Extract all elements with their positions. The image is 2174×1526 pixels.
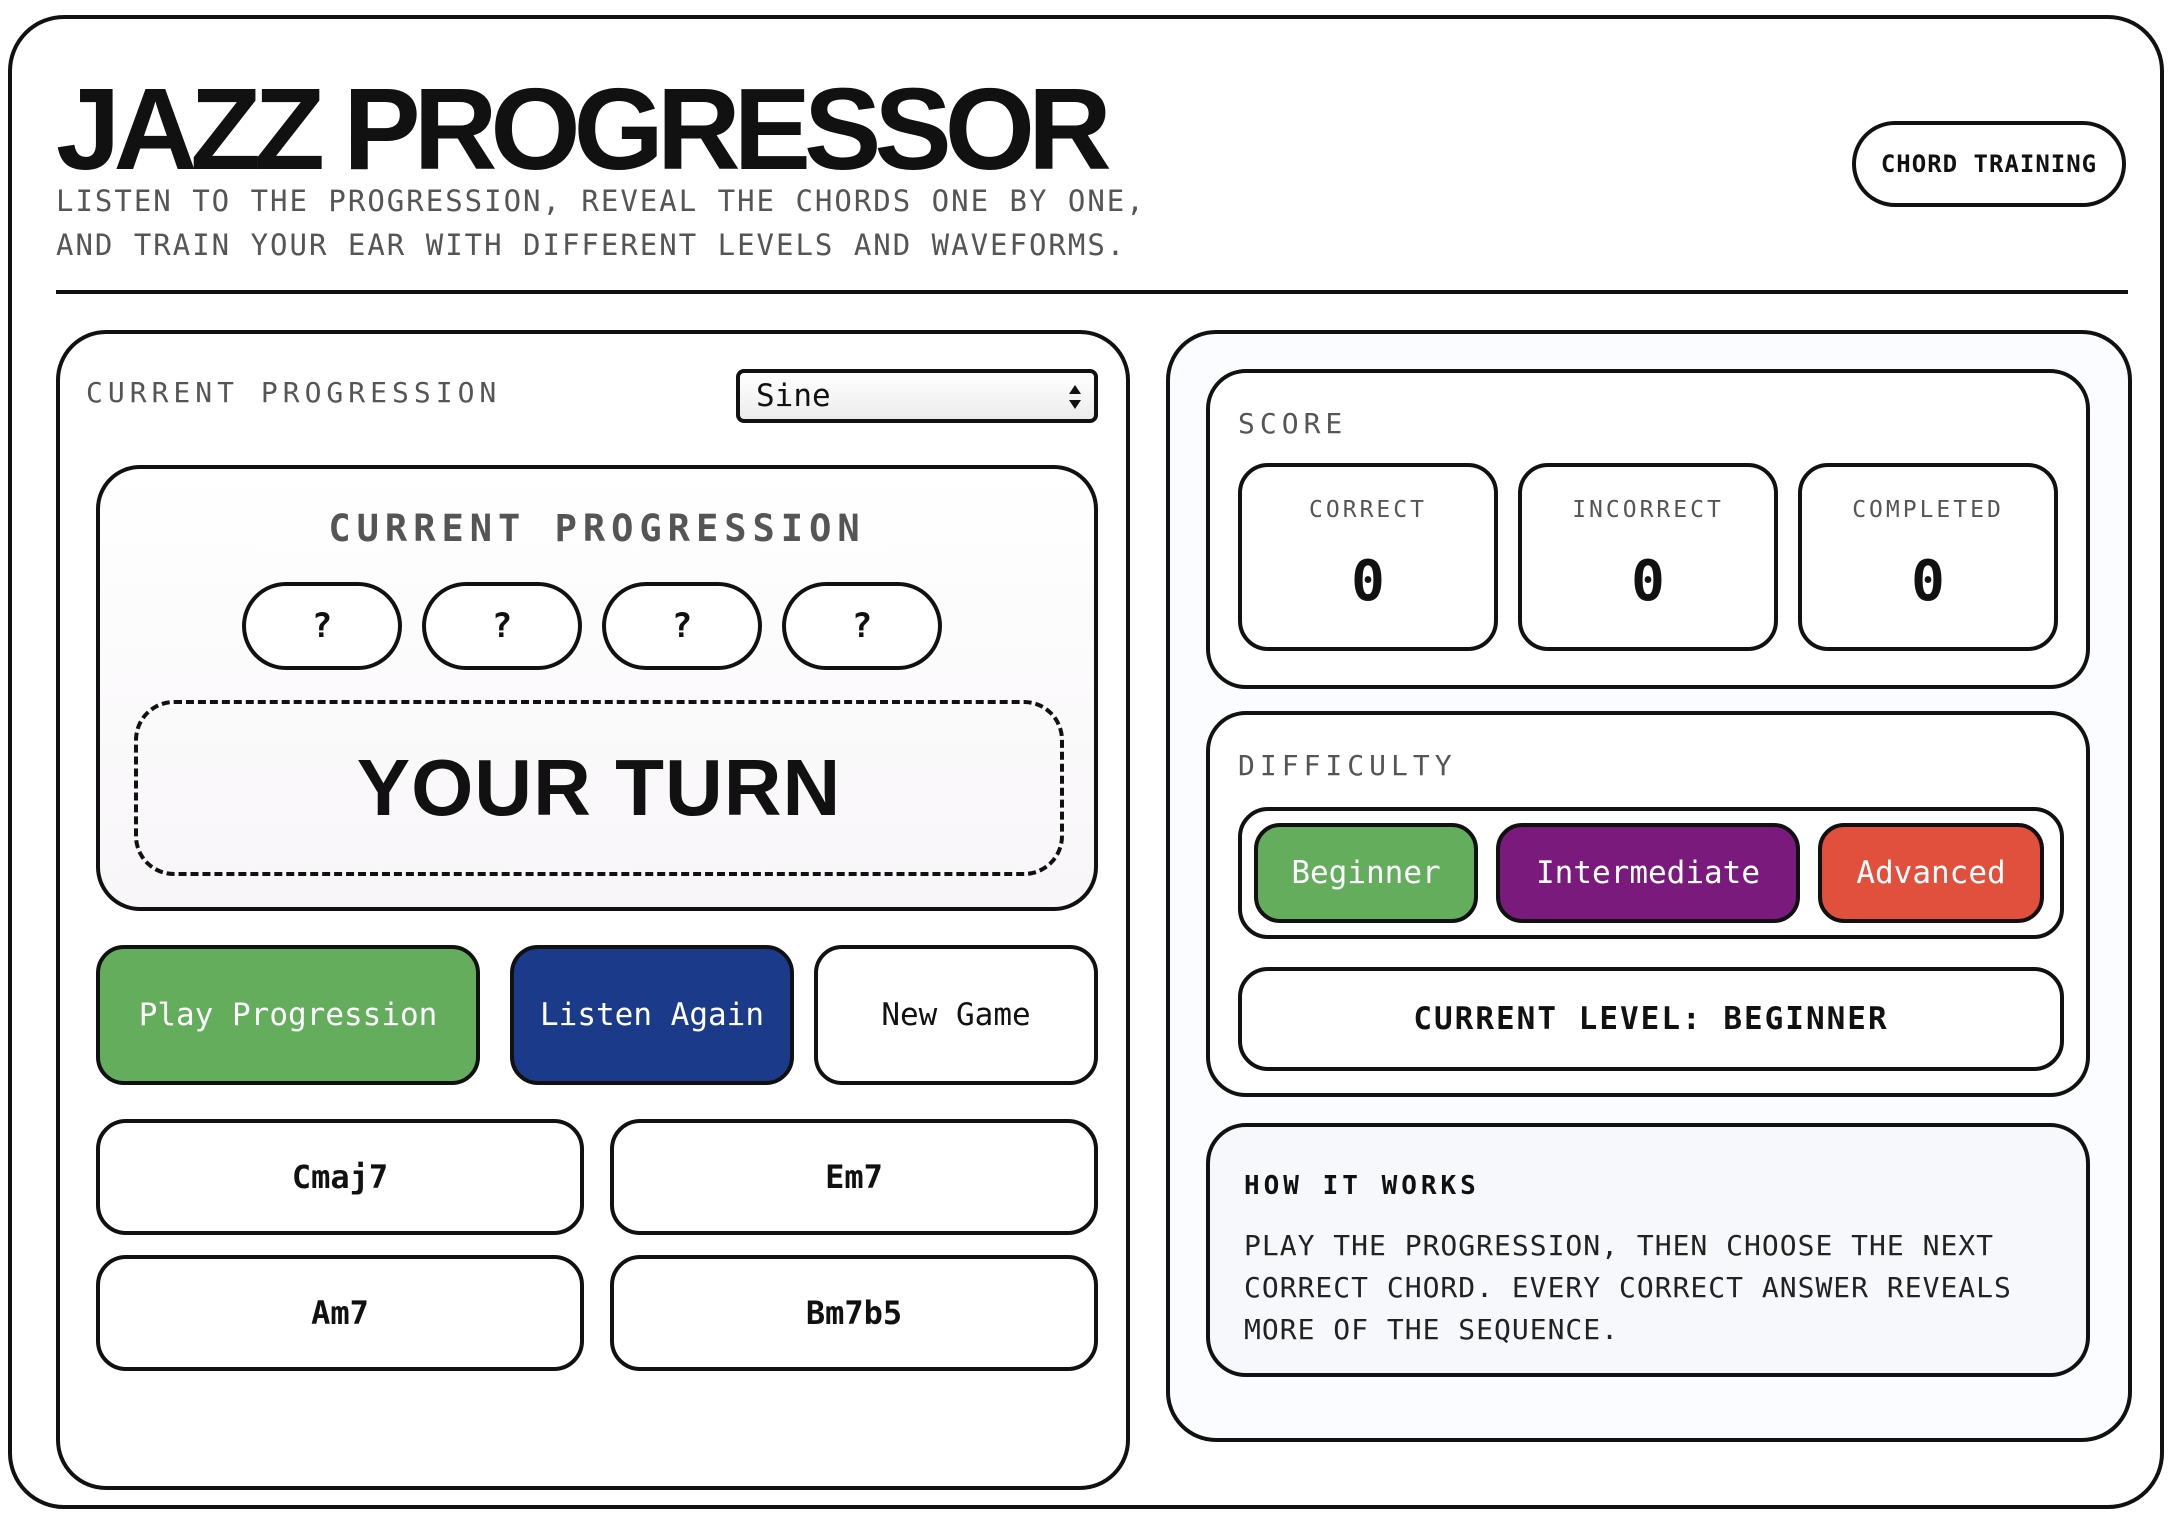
how-it-works-title: HOW IT WORKS [1244,1171,1480,1201]
stat-value: 0 [1351,549,1385,614]
waveform-selected-value: Sine [756,378,831,414]
stat-correct: CORRECT 0 [1238,463,1498,651]
stat-label: CORRECT [1309,497,1427,523]
progression-card-title: CURRENT PROGRESSION [328,507,866,550]
mode-chip[interactable]: CHORD TRAINING [1852,121,2126,207]
listen-again-button[interactable]: Listen Again [510,945,794,1085]
chord-slot: ? [782,582,942,670]
score-card: SCORE CORRECT 0 INCORRECT 0 COMPLETED 0 [1206,369,2090,689]
chord-option-em7[interactable]: Em7 [610,1119,1098,1235]
stat-value: 0 [1631,549,1665,614]
play-progression-button[interactable]: Play Progression [96,945,480,1085]
chord-slot: ? [422,582,582,670]
chord-slot: ? [242,582,402,670]
new-game-button[interactable]: New Game [814,945,1098,1085]
chord-slots: ? ? ? ? [242,582,942,670]
difficulty-label: DIFFICULTY [1238,749,1457,782]
page-title: JAZZ PROGRESSOR [56,64,1112,194]
difficulty-intermediate-button[interactable]: Intermediate [1496,823,1800,923]
score-label: SCORE [1238,407,1348,440]
current-level-display: CURRENT LEVEL: BEGINNER [1238,967,2064,1071]
difficulty-card: DIFFICULTY Beginner Intermediate Advance… [1206,711,2090,1097]
stat-value: 0 [1911,549,1945,614]
stat-label: INCORRECT [1572,497,1724,523]
difficulty-selector: Beginner Intermediate Advanced [1238,807,2064,939]
progression-card: CURRENT PROGRESSION ? ? ? ? YOUR TURN [96,465,1098,911]
waveform-select[interactable]: Sine [736,369,1098,423]
how-it-works-card: HOW IT WORKS PLAY THE PROGRESSION, THEN … [1206,1123,2090,1377]
how-it-works-body: PLAY THE PROGRESSION, THEN CHOOSE THE NE… [1244,1229,2012,1346]
stat-completed: COMPLETED 0 [1798,463,2058,651]
difficulty-beginner-button[interactable]: Beginner [1254,823,1478,923]
header-divider [56,290,2128,294]
chord-slot: ? [602,582,762,670]
page-subtitle: LISTEN TO THE PROGRESSION, REVEAL THE CH… [56,184,1146,262]
select-arrows-icon [1069,385,1081,409]
difficulty-advanced-button[interactable]: Advanced [1818,823,2044,923]
turn-indicator: YOUR TURN [134,700,1064,876]
progression-panel: CURRENT PROGRESSION Sine CURRENT PROGRES… [56,330,1130,1490]
stat-label: COMPLETED [1852,497,2004,523]
app-window: JAZZ PROGRESSOR LISTEN TO THE PROGRESSIO… [8,15,2164,1509]
chord-option-cmaj7[interactable]: Cmaj7 [96,1119,584,1235]
chord-option-am7[interactable]: Am7 [96,1255,584,1371]
stat-incorrect: INCORRECT 0 [1518,463,1778,651]
chord-option-bm7b5[interactable]: Bm7b5 [610,1255,1098,1371]
info-panel: SCORE CORRECT 0 INCORRECT 0 COMPLETED 0 … [1166,330,2132,1442]
section-label: CURRENT PROGRESSION [86,376,502,409]
